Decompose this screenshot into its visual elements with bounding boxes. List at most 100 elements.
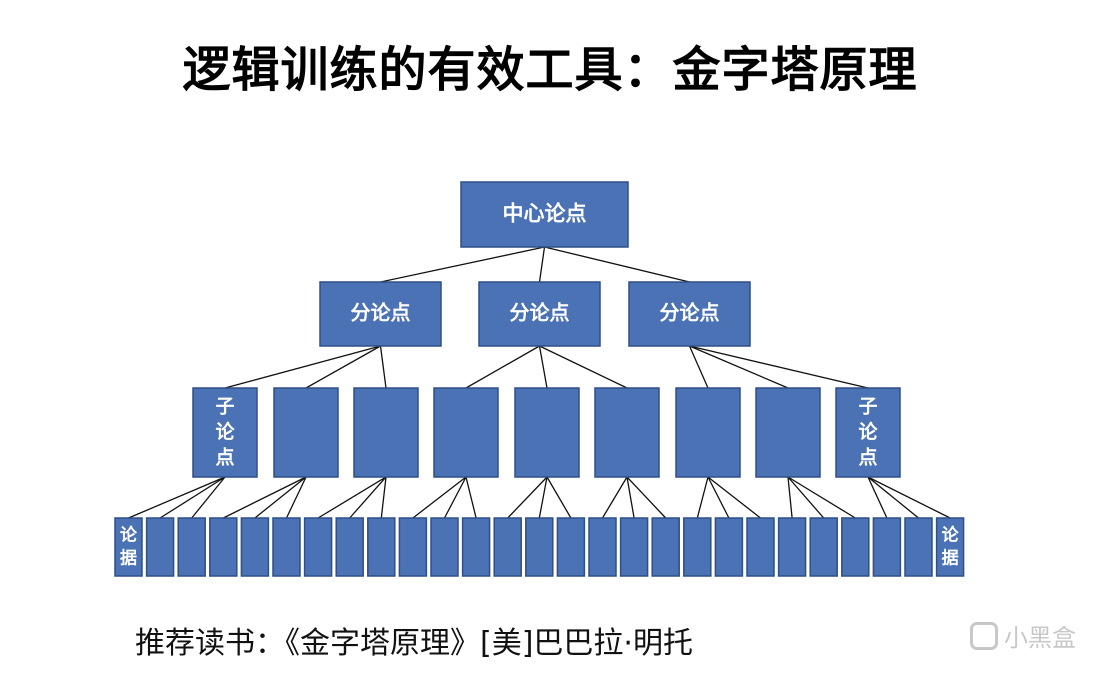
evidence-node-12 bbox=[493, 517, 522, 577]
sub-point-label-2: 分论点 bbox=[660, 301, 720, 325]
edge-l3-to-leaf-0 bbox=[128, 476, 226, 519]
svg-text:子: 子 bbox=[858, 395, 877, 417]
evidence-node-10 bbox=[430, 517, 459, 577]
edge-root-to-l2-0 bbox=[380, 246, 545, 283]
evidence-node-9 bbox=[398, 517, 428, 577]
edge-l3-to-leaf-25 bbox=[867, 476, 919, 519]
svg-text:论: 论 bbox=[215, 420, 235, 443]
sub-sub-point-label-0: 子论点 bbox=[215, 395, 235, 468]
edge-l3-to-leaf-8 bbox=[380, 476, 387, 519]
edge-l3-to-leaf-16 bbox=[626, 476, 635, 519]
svg-text:点: 点 bbox=[215, 447, 234, 469]
evidence-node-7 bbox=[335, 517, 364, 577]
edge-l3-to-leaf-26 bbox=[867, 476, 951, 519]
evidence-node-15 bbox=[588, 517, 617, 577]
evidence-node-21 bbox=[777, 517, 807, 577]
sub-sub-point-node-7 bbox=[755, 387, 821, 478]
sub-sub-point-node-6 bbox=[675, 387, 741, 478]
edge-l3-to-leaf-15 bbox=[601, 476, 628, 519]
edge-l2-to-l3-0 bbox=[224, 345, 381, 389]
evidence-node-11 bbox=[461, 517, 491, 577]
sub-sub-point-node-5 bbox=[594, 387, 660, 478]
evidence-node-17 bbox=[651, 517, 680, 577]
edge-l3-to-leaf-2 bbox=[191, 476, 226, 519]
watermark-text: 小黑盒 bbox=[1004, 624, 1076, 652]
evidence-node-24 bbox=[872, 517, 902, 577]
watermark-logo-icon bbox=[970, 621, 998, 650]
svg-text:子: 子 bbox=[215, 395, 234, 417]
evidence-node-13 bbox=[525, 517, 554, 577]
svg-text:据: 据 bbox=[942, 547, 959, 568]
edge-l3-to-leaf-17 bbox=[626, 476, 667, 519]
svg-text:据: 据 bbox=[120, 547, 137, 568]
edge-l2-to-l3-6 bbox=[688, 345, 709, 389]
evidence-node-4 bbox=[240, 517, 270, 577]
edge-l3-to-leaf-23 bbox=[787, 476, 856, 519]
edge-l3-to-leaf-18 bbox=[696, 476, 709, 519]
evidence-node-18 bbox=[683, 517, 712, 577]
edge-l3-to-leaf-21 bbox=[787, 476, 793, 519]
edge-l3-to-leaf-19 bbox=[707, 476, 730, 519]
evidence-node-23 bbox=[841, 517, 870, 577]
svg-text:论: 论 bbox=[942, 525, 960, 546]
evidence-label-0: 论据 bbox=[120, 525, 138, 569]
central-point-label: 中心论点 bbox=[503, 202, 587, 226]
sub-sub-point-node-4 bbox=[514, 387, 580, 478]
evidence-node-22 bbox=[809, 517, 838, 577]
edge-l3-to-leaf-9 bbox=[412, 476, 467, 519]
edge-l3-to-leaf-1 bbox=[159, 476, 226, 519]
edge-l3-to-leaf-24 bbox=[867, 476, 888, 519]
edge-l2-to-l3-1 bbox=[305, 345, 381, 389]
edge-l3-to-leaf-10 bbox=[443, 476, 467, 519]
edge-root-to-l2-2 bbox=[544, 246, 690, 283]
evidence-node-19 bbox=[714, 517, 744, 577]
sub-point-label-0: 分论点 bbox=[351, 301, 411, 325]
edge-l3-to-leaf-3 bbox=[223, 476, 307, 519]
evidence-node-25 bbox=[904, 517, 933, 577]
evidence-node-6 bbox=[303, 517, 333, 577]
edge-l2-to-l3-5 bbox=[539, 345, 628, 389]
edge-l3-to-leaf-14 bbox=[546, 476, 572, 519]
evidence-node-3 bbox=[209, 517, 238, 577]
central-point-node bbox=[460, 181, 629, 248]
edge-l3-to-leaf-7 bbox=[349, 476, 387, 519]
evidence-node-14 bbox=[556, 517, 586, 577]
sub-point-node-2 bbox=[628, 281, 751, 347]
edge-l2-to-l3-3 bbox=[465, 345, 540, 389]
edge-l3-to-leaf-12 bbox=[507, 476, 548, 519]
edge-l3-to-leaf-22 bbox=[787, 476, 825, 519]
edge-root-to-l2-1 bbox=[538, 246, 546, 283]
page-title: 逻辑训练的有效工具：金字塔原理 bbox=[182, 42, 918, 98]
sub-point-node-0 bbox=[319, 281, 442, 347]
evidence-node-8 bbox=[367, 517, 396, 577]
edge-l3-to-leaf-5 bbox=[285, 476, 307, 519]
edge-l2-to-l3-8 bbox=[689, 345, 869, 389]
sub-sub-point-label-8: 子论点 bbox=[858, 395, 878, 468]
svg-text:点: 点 bbox=[858, 447, 877, 469]
edge-l3-to-leaf-13 bbox=[538, 476, 548, 519]
sub-sub-point-node-1 bbox=[273, 387, 339, 478]
evidence-label-26: 论据 bbox=[942, 525, 960, 569]
watermark: 小黑盒 bbox=[970, 618, 1076, 653]
evidence-node-2 bbox=[177, 517, 206, 577]
evidence-node-1 bbox=[145, 517, 175, 577]
edge-l3-to-leaf-6 bbox=[317, 476, 387, 519]
evidence-node-16 bbox=[619, 517, 649, 577]
evidence-node-26 bbox=[935, 517, 965, 577]
edge-l2-to-l3-2 bbox=[379, 345, 387, 389]
sub-sub-point-node-3 bbox=[433, 387, 499, 478]
evidence-node-20 bbox=[746, 517, 775, 577]
edge-l3-to-leaf-20 bbox=[707, 476, 761, 519]
edge-l3-to-leaf-4 bbox=[254, 476, 307, 519]
recommended-reading: 推荐读书：《金字塔原理》[美]巴巴拉·明托 bbox=[135, 626, 693, 661]
evidence-node-5 bbox=[272, 517, 301, 577]
edge-l3-to-leaf-11 bbox=[465, 476, 477, 519]
sub-sub-point-node-0 bbox=[192, 387, 258, 478]
sub-sub-point-node-8 bbox=[835, 387, 901, 478]
sub-point-label-1: 分论点 bbox=[510, 301, 570, 325]
svg-text:论: 论 bbox=[120, 525, 138, 546]
sub-sub-point-node-2 bbox=[353, 387, 419, 478]
evidence-node-0 bbox=[114, 517, 143, 577]
edge-l2-to-l3-7 bbox=[689, 345, 789, 389]
